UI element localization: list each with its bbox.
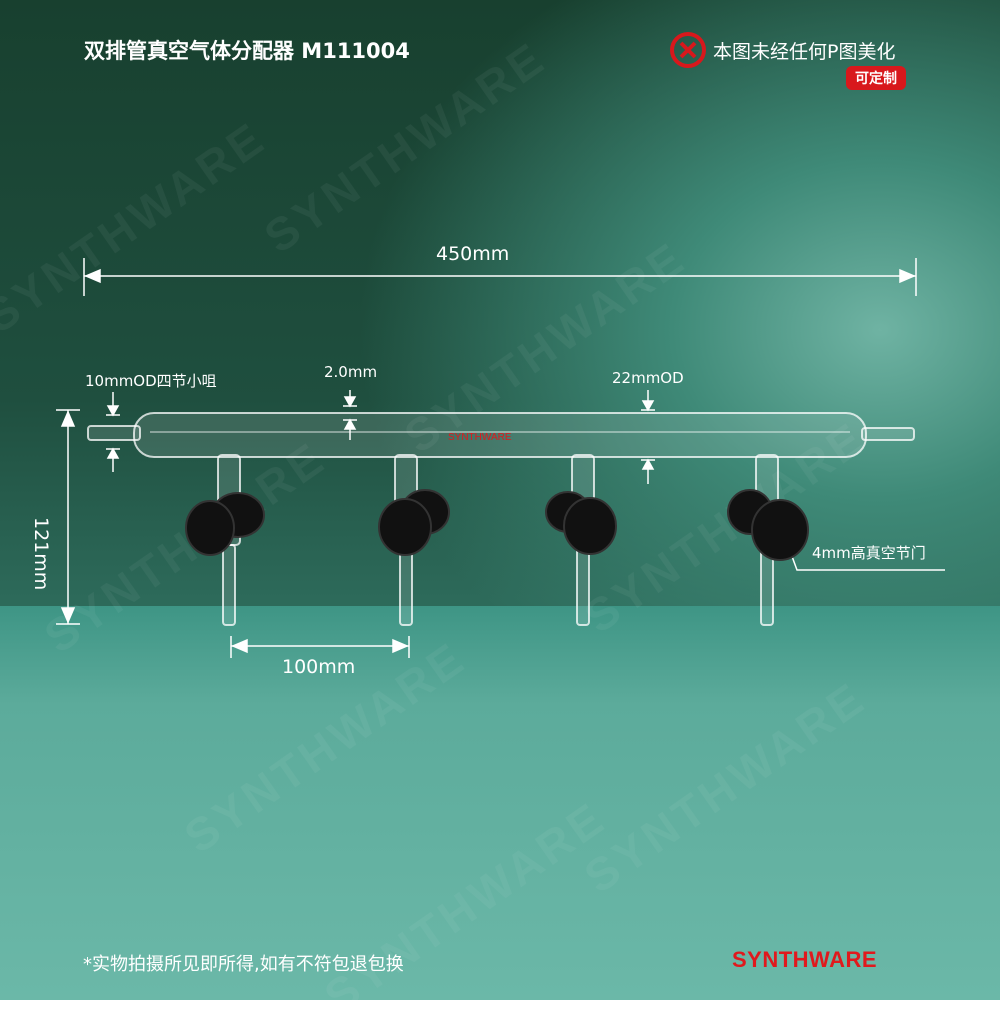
dim-tube-od: 22mmOD xyxy=(612,369,684,387)
dim-hose-barb: 10mmOD四节小咀 xyxy=(85,372,217,390)
product-image: SYNTHWARE SYNTHWARE SYNTHWARE SYNTHWARE … xyxy=(0,0,1000,1000)
dim-branch-spacing: 100mm xyxy=(282,656,356,678)
custom-badge: 可定制 xyxy=(846,66,906,90)
no-edit-notice: 本图未经任何P图美化 xyxy=(669,31,895,69)
dim-height: 121mm xyxy=(30,517,52,591)
disclaimer: *实物拍摄所见即所得,如有不符包退包换 xyxy=(83,954,404,975)
stopcock-knobs xyxy=(185,489,809,561)
no-edit-text: 本图未经任何P图美化 xyxy=(713,40,896,63)
page-title: 双排管真空气体分配器 M111004 xyxy=(84,39,410,63)
dim-total-length: 450mm xyxy=(436,243,510,265)
dim-wall-thickness: 2.0mm xyxy=(324,363,378,381)
brand-logo: SYNTHWARE xyxy=(732,947,878,972)
dim-valve: 4mm高真空节门 xyxy=(812,544,926,562)
manifold-drawing: SYNTHWARE xyxy=(185,432,809,561)
tube-logo: SYNTHWARE xyxy=(448,432,512,443)
close-circle-icon xyxy=(670,32,706,68)
table-surface xyxy=(0,606,1000,1000)
